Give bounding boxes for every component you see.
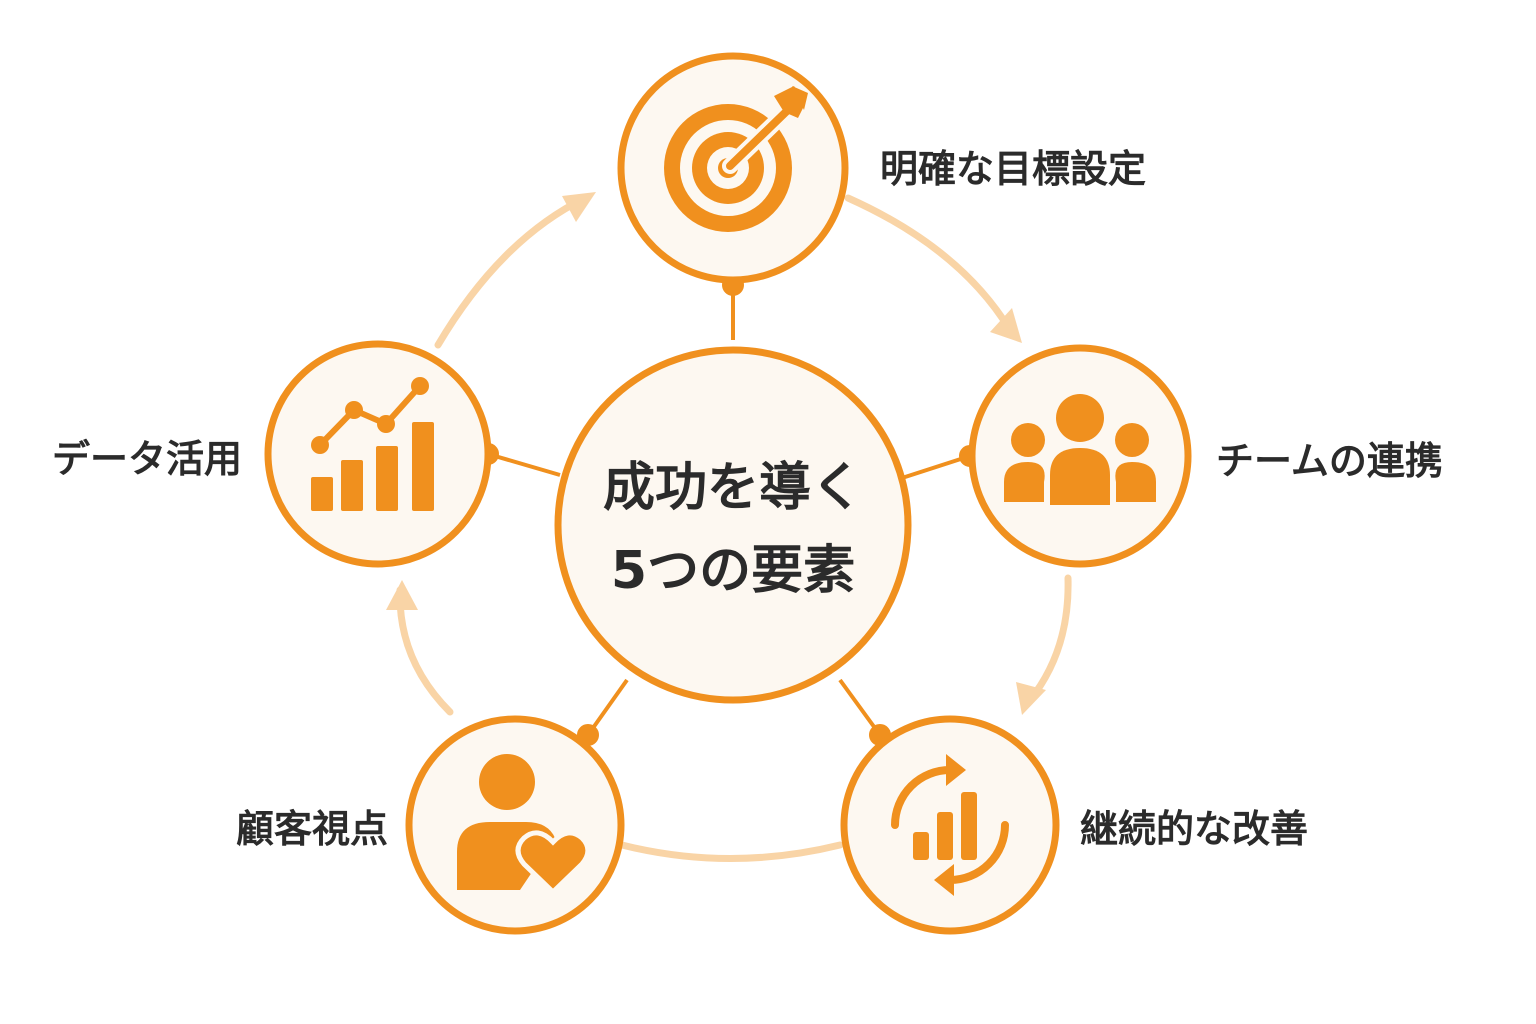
label-customer-perspective: 顧客視点 [236,807,388,851]
target-icon [664,86,808,232]
cycle-arc-target-to-team [844,194,1014,334]
growth-chart-icon [311,377,434,511]
team-icon [1004,394,1156,505]
cycle-arc-improve-to-customer [618,841,844,862]
arrowhead-improve [1016,682,1046,715]
label-data-utilization: データ活用 [52,437,242,481]
center-node: 成功を導く 5つの要素 [554,346,912,704]
label-goal-setting: 明確な目標設定 [880,147,1146,191]
node-data-utilization: データ活用 [52,340,492,568]
node-team-collaboration: チームの連携 [968,344,1443,568]
center-title-line1: 成功を導く [603,458,863,518]
node-goal-setting: 明確な目標設定 [617,52,1146,284]
improvement-cycle-icon [891,754,1009,896]
cycle-arrowheads [386,192,1046,715]
arrowhead-team [990,308,1022,343]
label-team-collaboration: チームの連携 [1216,439,1443,483]
arrowhead-target [562,192,596,222]
label-continuous-improvement: 継続的な改善 [1080,807,1308,851]
cycle-arc-team-to-improve [1026,574,1072,704]
node-customer-perspective: 顧客視点 [236,715,625,935]
arrowhead-data [386,580,418,610]
node-continuous-improvement: 継続的な改善 [840,715,1308,935]
customer-heart-icon [457,754,591,896]
cycle-arc-data-to-target [434,194,589,349]
center-title-line2: 5つの要素 [611,541,855,601]
